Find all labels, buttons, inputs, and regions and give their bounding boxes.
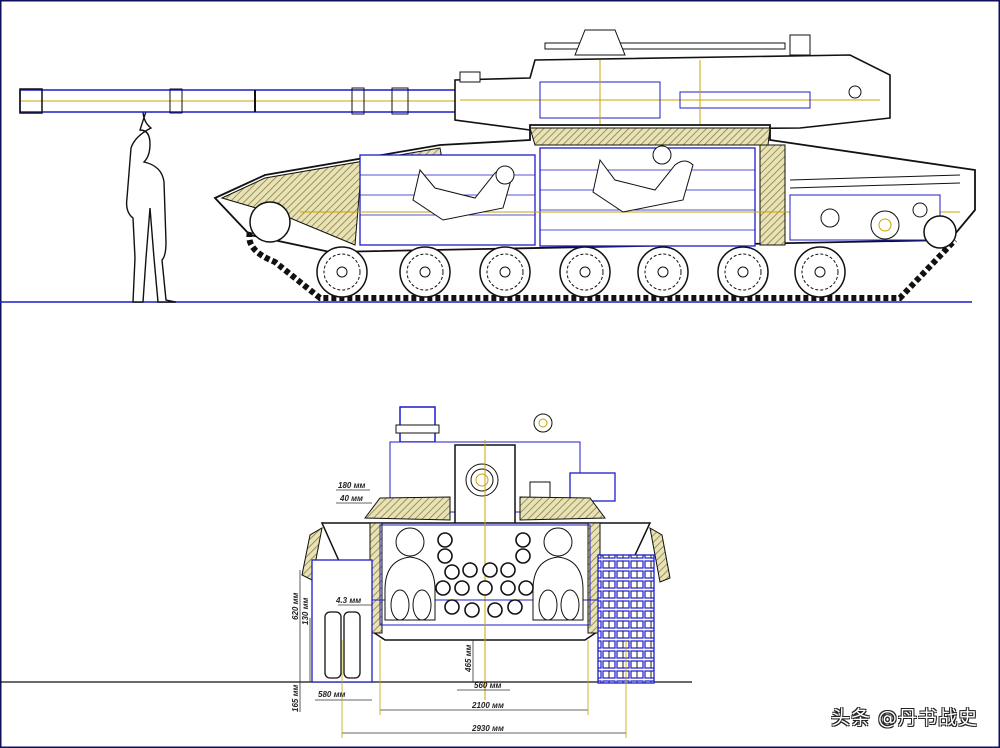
road-wheel-front-2 [343,611,361,679]
watermark: 头条 @丹书战史 [830,707,978,729]
drive-sprocket [923,215,957,249]
dim-40: 40 мм [339,494,363,503]
rear-armor [759,144,786,246]
front-view: 180 мм 40 мм 620 мм 130 мм 4.3 мм 465 мм… [0,406,692,738]
side-skirt-right [649,527,671,583]
dim-620: 620 мм [291,593,300,620]
aux-sight [533,413,553,433]
crew-figure-2 [592,158,694,213]
running-gear [246,201,958,301]
crew-front-right [532,527,584,621]
gun-barrel [19,87,461,115]
idler-wheel [249,201,291,243]
dim-560: 560 мм [474,681,501,690]
dim-165: 165 мм [291,685,300,712]
road-wheel-front-1 [324,611,342,679]
front-roof-armor-right [519,496,606,521]
front-roof-armor-left [364,496,451,521]
engine [789,194,941,241]
dim-130: 130 мм [301,598,310,625]
dim-580: 580 мм [318,690,345,699]
dim-465: 465 мм [464,645,473,673]
human-silhouette [125,95,177,303]
dim-180: 180 мм [338,481,365,490]
side-view [0,29,976,303]
dim-43: 4.3 мм [335,596,361,605]
turret [454,29,891,131]
crew-front-left [384,527,436,621]
roof-armor [529,127,771,146]
dim-2100: 2100 мм [471,701,504,710]
track [246,231,958,301]
side-skirt-left [301,527,323,581]
dim-2930: 2930 мм [471,724,504,733]
hull [213,124,976,253]
ammo-carousel [435,532,534,618]
dimension-lines [299,489,626,734]
